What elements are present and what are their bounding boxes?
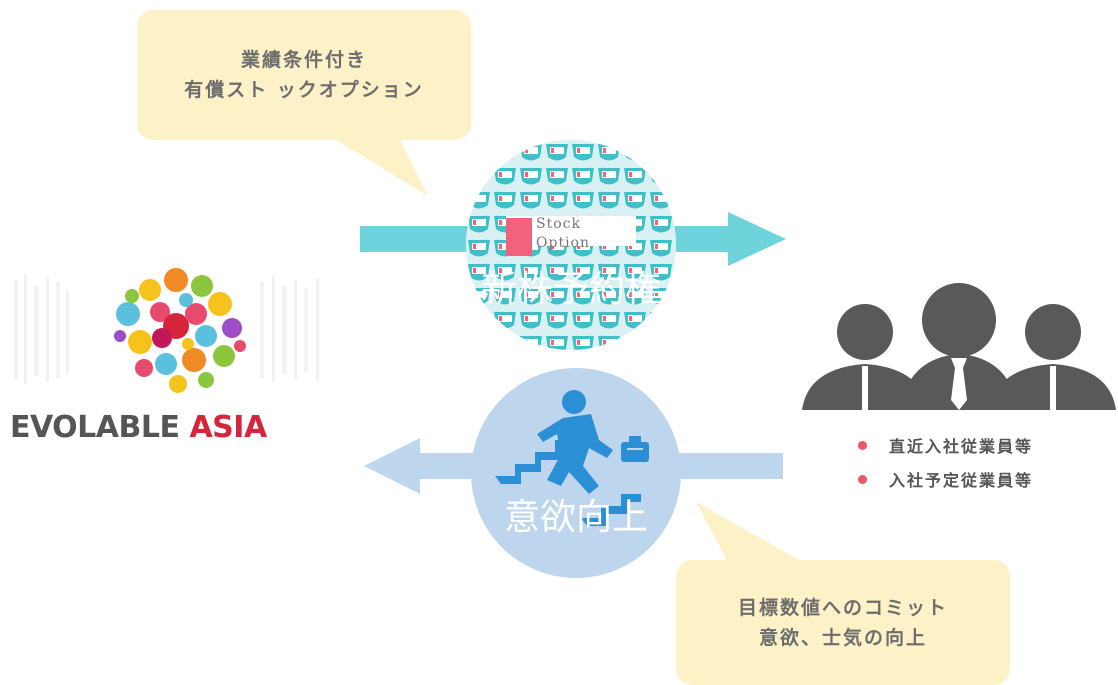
stock-option-circle: Stock Option 新株予約権 bbox=[466, 140, 676, 350]
bottom-bubble-line-2: 意欲、士気の向上 bbox=[758, 627, 927, 649]
bottom-bubble-line-1: 目標数値へのコミット bbox=[737, 597, 948, 619]
evolable-asia-logo: EVOLABLE ASIA bbox=[10, 410, 330, 445]
stock-option-card: Stock Option bbox=[506, 216, 636, 256]
motivation-label: 意欲向上 bbox=[503, 497, 648, 538]
bottom-bubble-tail bbox=[696, 502, 810, 566]
top-bubble-line-2: 有償スト ックオプション bbox=[184, 79, 424, 101]
logo-word-asia: ASIA bbox=[189, 410, 267, 445]
stock-option-card-mark bbox=[506, 218, 532, 256]
list-item: 入社予定従業員等 bbox=[858, 462, 1033, 496]
top-bubble-line-1: 業績条件付き bbox=[240, 49, 367, 71]
evolable-asia-logo-mark bbox=[14, 262, 319, 394]
motivation-circle: 意欲向上 bbox=[471, 368, 681, 578]
bullet-dot bbox=[858, 440, 867, 450]
list-item-label: 直近入社従業員等 bbox=[889, 437, 1034, 456]
list-item: 直近入社従業員等 bbox=[858, 428, 1033, 462]
stock-option-card-line-2: Option bbox=[536, 235, 590, 251]
top-bubble-tail bbox=[320, 130, 428, 196]
climbing-businessman-icon bbox=[495, 390, 649, 526]
stock-option-card-line-1: Stock bbox=[536, 216, 581, 232]
employees-group-icon bbox=[802, 283, 1116, 410]
stock-option-label: 新株予約権 bbox=[480, 269, 661, 310]
bottom-speech-bubble: 目標数値へのコミット 意欲、士気の向上 bbox=[676, 560, 1010, 685]
top-speech-bubble: 業績条件付き 有償スト ックオプション bbox=[137, 10, 471, 140]
logo-word-evolable: EVOLABLE bbox=[10, 410, 180, 445]
employee-types-list: 直近入社従業員等 入社予定従業員等 bbox=[858, 428, 1033, 496]
bullet-dot bbox=[858, 474, 867, 484]
list-item-label: 入社予定従業員等 bbox=[889, 471, 1034, 490]
